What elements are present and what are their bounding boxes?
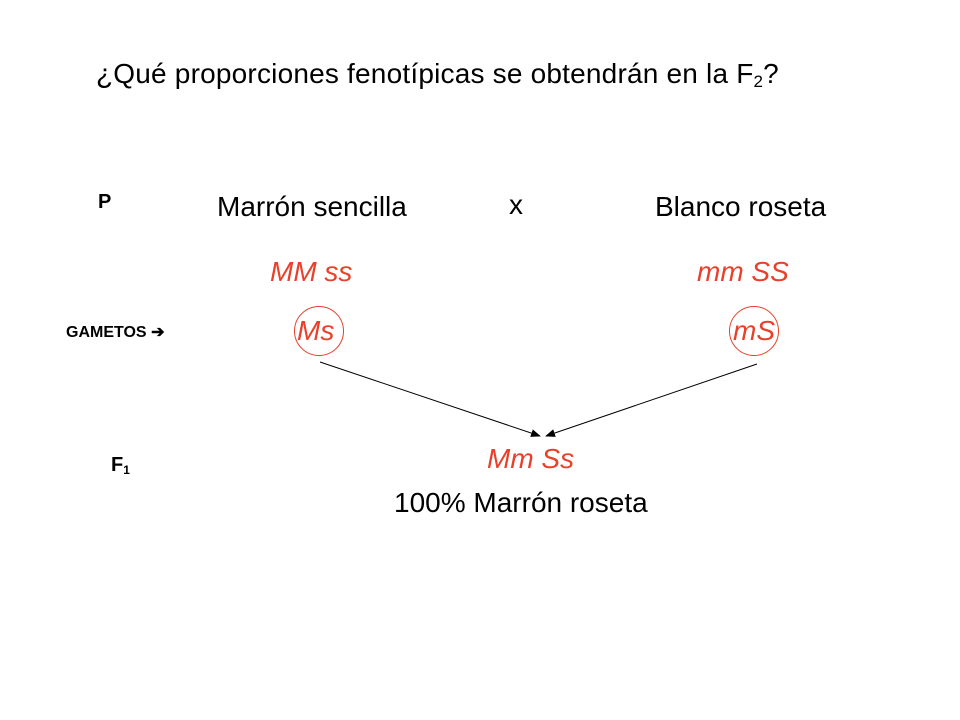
f1-phenotype: 100% Marrón roseta <box>394 487 648 518</box>
parent2-genotype: mm SS <box>697 256 789 287</box>
cross-symbol: x <box>509 189 523 220</box>
f1-label: F1 <box>111 454 130 477</box>
title-text: ¿Qué proporciones fenotípicas se obtendr… <box>96 58 754 89</box>
gamete2-label: mS <box>733 315 775 346</box>
parent1-genotype: MM ss <box>270 256 353 287</box>
arrow-left-gamete <box>319 361 541 437</box>
parent1-phenotype: Marrón sencilla <box>217 191 407 222</box>
f1-genotype: Mm Ss <box>487 443 575 474</box>
f1-label-subscript: 1 <box>123 463 130 477</box>
gamete1-circle <box>294 306 344 356</box>
arrow-right-icon: ➔ <box>151 324 165 341</box>
page-title: ¿Qué proporciones fenotípicas se obtendr… <box>96 58 779 90</box>
gamete1-label: Ms <box>297 315 335 346</box>
title-subscript: 2 <box>753 72 764 91</box>
f1-label-text: F <box>111 454 124 476</box>
gamete2-circle <box>729 306 779 356</box>
gametes-label-text: GAMETOS <box>66 324 147 341</box>
arrow-right-gamete <box>545 363 758 437</box>
parental-label: P <box>98 191 112 213</box>
parent2-phenotype: Blanco roseta <box>655 191 827 222</box>
gametes-label: GAMETOS ➔ <box>66 322 164 342</box>
title-end: ? <box>763 58 779 89</box>
